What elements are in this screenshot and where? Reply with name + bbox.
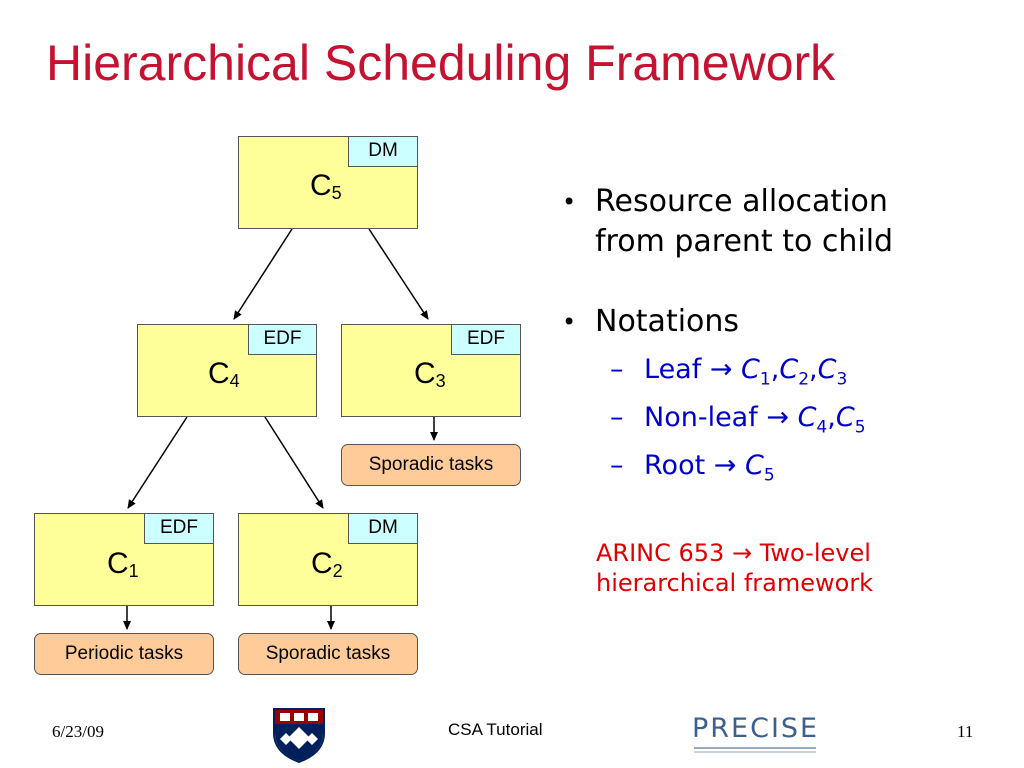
- bullet-dot: •: [562, 308, 577, 336]
- edge-c5-c4: [233, 228, 293, 320]
- component-c1: EDF C1: [34, 513, 214, 606]
- university-crest-logo: [270, 707, 328, 764]
- component-c3: EDF C3: [341, 324, 521, 417]
- bullet-text-line2: from parent to child: [595, 224, 894, 259]
- policy-badge-c1: EDF: [144, 514, 213, 544]
- footer-center: CSA Tutorial: [448, 720, 543, 739]
- notation-root: –Root → C5: [610, 450, 775, 486]
- arinc-note-line2: hierarchical framework: [596, 569, 874, 597]
- arinc-note: ARINC 653 → Two-level hierarchical frame…: [596, 539, 873, 597]
- edge-c5-c3: [368, 228, 429, 320]
- footer-page-number: 11: [957, 722, 974, 741]
- slide-title: Hierarchical Scheduling Framework: [46, 35, 836, 91]
- component-label-c3: C3: [414, 357, 446, 391]
- policy-badge-c4: EDF: [248, 325, 316, 355]
- task-box-c1: Periodic tasks: [34, 633, 214, 675]
- edge-c4-c2: [264, 416, 324, 509]
- edge-c4-c1: [127, 416, 188, 509]
- bullet-dot: •: [562, 188, 577, 216]
- notation-leaf: –Leaf → C1,C2,C3: [610, 354, 848, 390]
- task-box-c2: Sporadic tasks: [238, 633, 418, 675]
- component-label-c1: C1: [107, 547, 139, 581]
- precise-logo: PRECISE: [692, 713, 820, 757]
- component-label-c2: C2: [311, 547, 343, 581]
- policy-badge-c5: DM: [348, 137, 417, 167]
- arinc-note-line1: ARINC 653 → Two-level: [596, 539, 871, 567]
- component-label-c5: C5: [310, 169, 342, 203]
- bullet-text-line1: Resource allocation: [595, 184, 888, 219]
- component-c2: DM C2: [238, 513, 418, 606]
- component-label-c4: C4: [208, 357, 240, 391]
- notation-non-leaf: –Non-leaf → C4,C5: [610, 402, 866, 438]
- component-c5: DM C5: [238, 136, 418, 229]
- bullet-text: Notations: [595, 304, 740, 339]
- policy-badge-c3: EDF: [451, 325, 520, 355]
- footer-date: 6/23/09: [52, 722, 104, 741]
- task-box-c3: Sporadic tasks: [341, 444, 521, 486]
- policy-badge-c2: DM: [348, 514, 417, 544]
- component-c4: EDF C4: [137, 324, 317, 417]
